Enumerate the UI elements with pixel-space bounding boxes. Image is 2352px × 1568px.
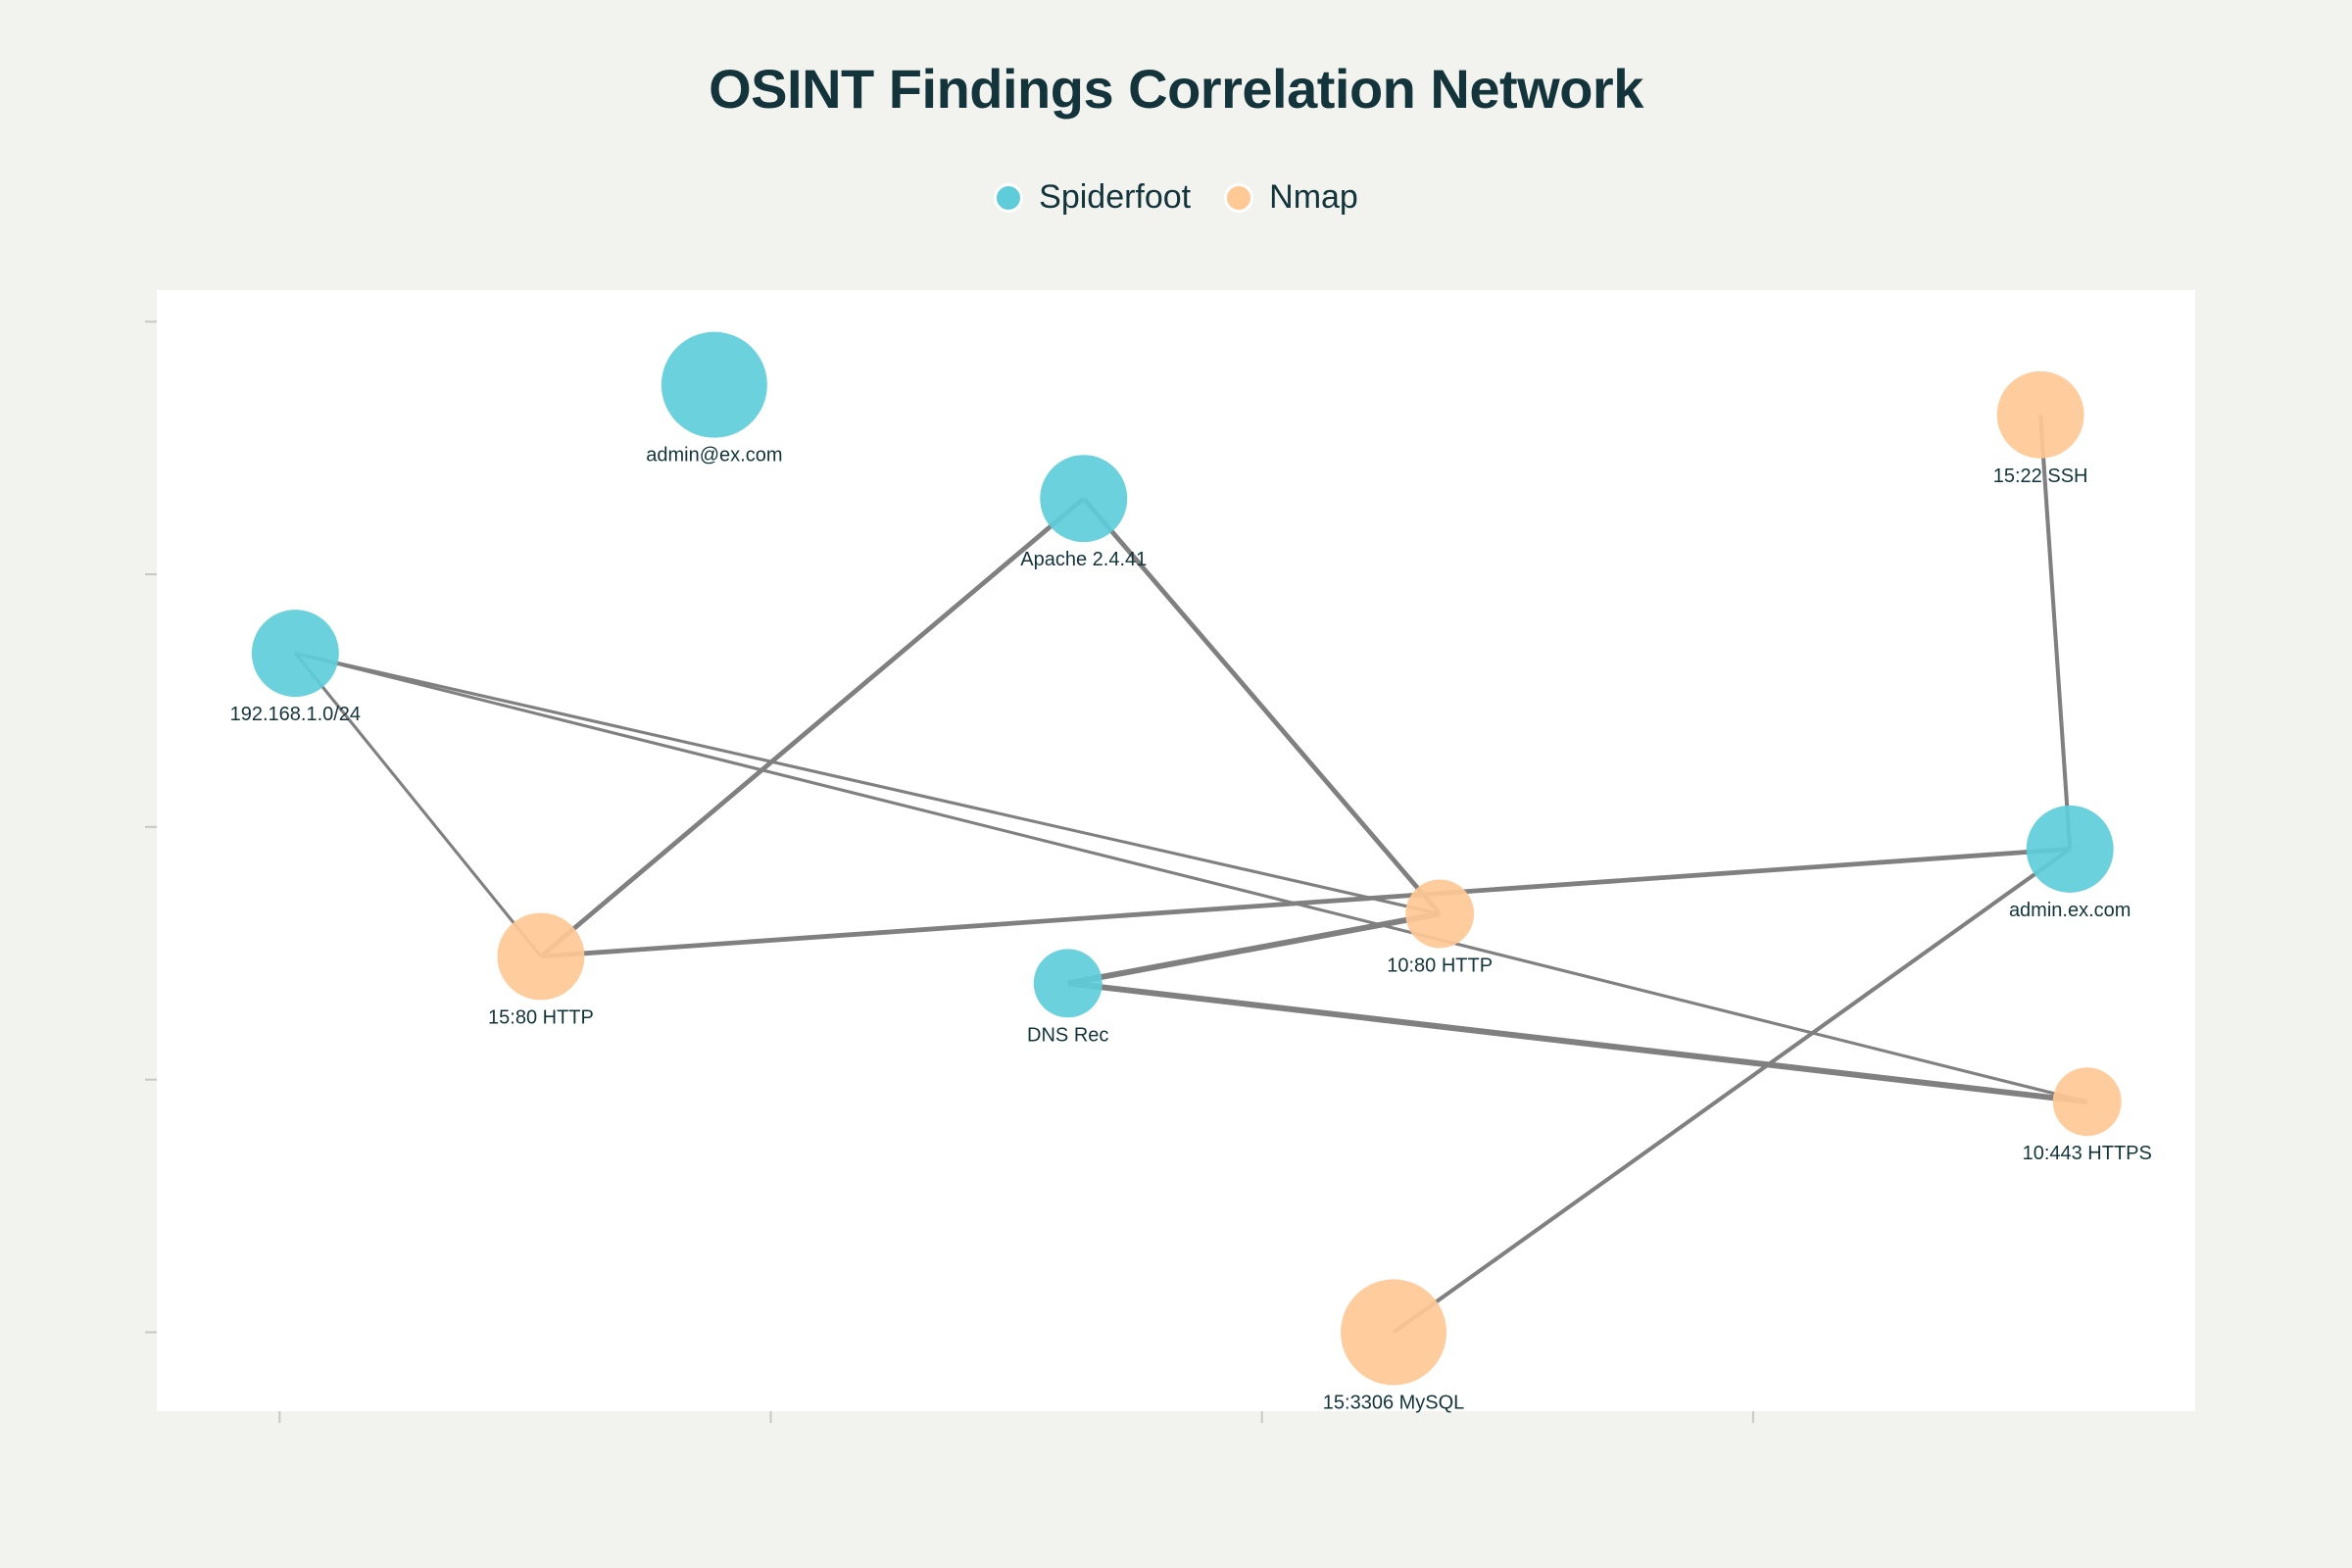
legend-swatch-spiderfoot <box>994 182 1024 213</box>
legend: Spiderfoot Nmap <box>0 178 2352 217</box>
plot-area <box>157 290 2195 1411</box>
edge-http80_15-apache <box>539 496 1086 958</box>
edge-apache-http80_10 <box>1081 497 1442 916</box>
node-label-15-22-ssh: 15:22 SSH <box>1993 466 2088 487</box>
node-label-15-80-http: 15:80 HTTP <box>488 1006 594 1028</box>
node-15-3306-mysql[interactable] <box>1341 1279 1447 1386</box>
edge-subnet-http80_15 <box>294 652 543 957</box>
node-admin-ex-com[interactable] <box>661 331 767 438</box>
node-apache-2-4-41[interactable] <box>1040 455 1128 543</box>
legend-label-nmap: Nmap <box>1269 178 1358 216</box>
node-label-15-3306-mysql: 15:3306 MySQL <box>1323 1392 1465 1413</box>
node-label-10-443-https: 10:443 HTTPS <box>2023 1143 2152 1164</box>
node-admin-ex-com[interactable] <box>2026 805 2114 893</box>
node-label-dns-rec: DNS Rec <box>1027 1024 1108 1046</box>
edge-ssh22-admin_host <box>2038 415 2073 850</box>
legend-item-spiderfoot[interactable]: Spiderfoot <box>994 178 1191 217</box>
node-label-admin-ex-com: admin@ex.com <box>646 445 782 466</box>
node-192-168-1-0-24[interactable] <box>251 610 339 698</box>
edge-subnet-http80_10 <box>294 652 1441 915</box>
edge-http80_15-admin_host <box>540 846 2071 959</box>
node-15-80-http[interactable] <box>497 912 585 1001</box>
legend-swatch-nmap <box>1224 182 1254 213</box>
node-15-22-ssh[interactable] <box>1996 370 2084 459</box>
legend-label-spiderfoot: Spiderfoot <box>1039 178 1192 216</box>
node-label-admin-ex-com: admin.ex.com <box>2009 900 2132 921</box>
edge-mysql-admin_host <box>1392 847 2072 1335</box>
axis-ticks <box>145 320 1754 1423</box>
node-label-apache-2-4-41: Apache 2.4.41 <box>1020 549 1147 570</box>
edges-layer <box>294 415 2088 1335</box>
chart-title: OSINT Findings Correlation Network <box>709 58 1643 120</box>
nodes-layer <box>251 331 2122 1386</box>
node-label-10-80-http: 10:80 HTTP <box>1387 955 1493 976</box>
edge-subnet-https443 <box>294 652 2088 1103</box>
node-10-80-http[interactable] <box>1405 879 1475 949</box>
edge-dns-https443 <box>1067 980 2088 1105</box>
node-label-192-168-1-0-24: 192.168.1.0/24 <box>230 704 361 725</box>
node-10-443-https[interactable] <box>2052 1067 2122 1137</box>
edge-dns-http80_10 <box>1067 910 1441 987</box>
node-dns-rec[interactable] <box>1033 949 1102 1018</box>
legend-item-nmap[interactable]: Nmap <box>1224 178 1358 217</box>
